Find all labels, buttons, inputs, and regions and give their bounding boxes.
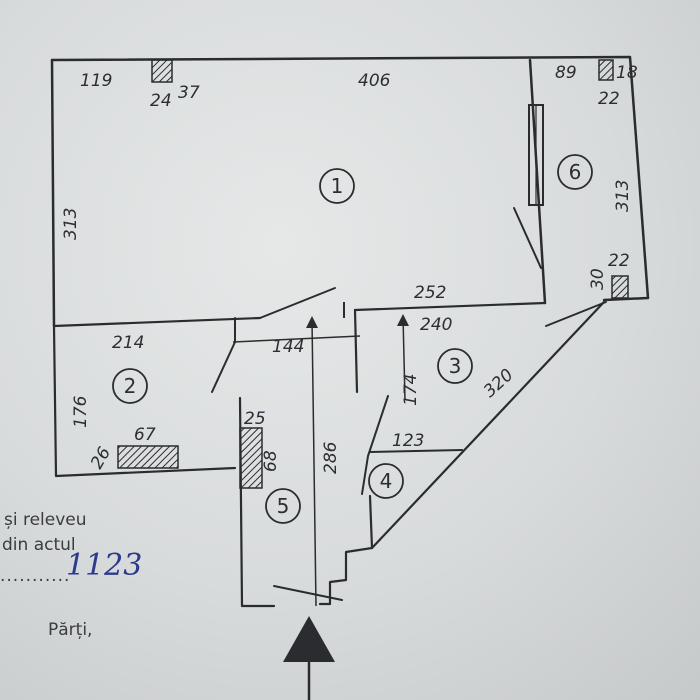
left-wall-room1: [50, 58, 56, 328]
room3-door-leaf: [545, 301, 607, 327]
room4-top-wall: [369, 449, 463, 453]
dimension-labels: 119 24 37 406 89 18 22 313 313 252 214 1…: [61, 63, 638, 474]
chimney-room5: [239, 427, 263, 489]
room6-door-leaf: [513, 207, 542, 269]
dim-room6-height: 313: [613, 180, 633, 212]
entrance-door-leaf: [273, 585, 343, 601]
chimney-room2: [117, 445, 179, 469]
room6-divider-wall: [528, 58, 547, 305]
doc-text-dots: ...........: [0, 566, 71, 586]
dim-top-left-offset: 119: [80, 71, 112, 91]
hall-stepped-wall: [318, 494, 374, 606]
room1-door-leaf: [259, 287, 336, 319]
chimneys: [117, 59, 629, 489]
room1-bottom-wall-right: [353, 301, 547, 312]
arrow-head: [306, 316, 318, 328]
dim-chimney-left-width: 24: [150, 91, 172, 111]
doc-text-parti: Părți,: [48, 620, 93, 640]
room3-height-line: [402, 315, 406, 401]
room3-walls: [361, 300, 607, 550]
arrow-head: [397, 314, 409, 326]
dim-room5-chimney-width: 25: [244, 409, 266, 429]
room1-bottom-wall-left: [52, 316, 262, 328]
dim-room1-height: 313: [61, 208, 81, 240]
top-wall: [50, 55, 650, 302]
dim-chimney-corner-width: 22: [608, 251, 630, 271]
chimney-room1: [151, 59, 173, 83]
dim-chimney-right-width: 22: [598, 89, 620, 109]
room-label-4: 4: [380, 469, 393, 493]
entrance-arrow-icon: [283, 616, 335, 700]
room3-diagonal-wall: [370, 300, 606, 550]
handwritten-number: 1123: [66, 548, 143, 583]
room-label-3: 3: [449, 354, 462, 378]
dim-room3-height: 174: [401, 374, 421, 406]
hall-width-line: [232, 335, 361, 343]
dim-room3-diagonal: 320: [480, 365, 517, 402]
room2-outline: [52, 324, 237, 478]
chimney-corner: [611, 275, 629, 299]
dim-room2-height: 176: [71, 395, 91, 428]
dim-room2-chimney-offset: 26: [87, 444, 115, 473]
dim-room3-top: 240: [420, 315, 452, 335]
room-label-5: 5: [277, 494, 290, 518]
dim-top-wall: 406: [358, 71, 391, 91]
hall-right-wall-upper: [353, 308, 359, 394]
room4-door: [361, 395, 389, 495]
dim-room5-chimney-height: 68: [261, 450, 281, 472]
dim-chimney-corner-depth: 30: [588, 268, 608, 290]
room-label-1: 1: [331, 174, 344, 198]
dim-chimney-right-depth: 18: [616, 63, 638, 83]
dim-hall-width: 144: [272, 337, 304, 357]
room6-fixtures: [513, 104, 544, 269]
room2-door: [211, 317, 236, 393]
dim-top-right-offset: 89: [555, 63, 577, 83]
doc-text-din-actul: din actul: [2, 535, 76, 555]
exterior-walls: [50, 55, 650, 328]
dim-hall-length: 286: [321, 441, 341, 474]
dim-room4-width: 123: [392, 431, 424, 451]
chimney-room6: [598, 59, 614, 81]
dim-chimney-left-mark: 37: [178, 83, 200, 103]
room-labels: 1 2 3 4 5 6: [112, 154, 593, 524]
doc-text-releveu: și releveu: [4, 510, 87, 530]
dimension-lines: [232, 314, 409, 607]
dim-room1-bottom-right: 252: [414, 283, 446, 303]
dim-room2-chimney-width: 67: [134, 425, 156, 445]
room-label-2: 2: [124, 374, 137, 398]
dim-room2-top: 214: [112, 333, 144, 353]
hall-length-line: [311, 319, 317, 607]
room-label-6: 6: [569, 160, 582, 184]
